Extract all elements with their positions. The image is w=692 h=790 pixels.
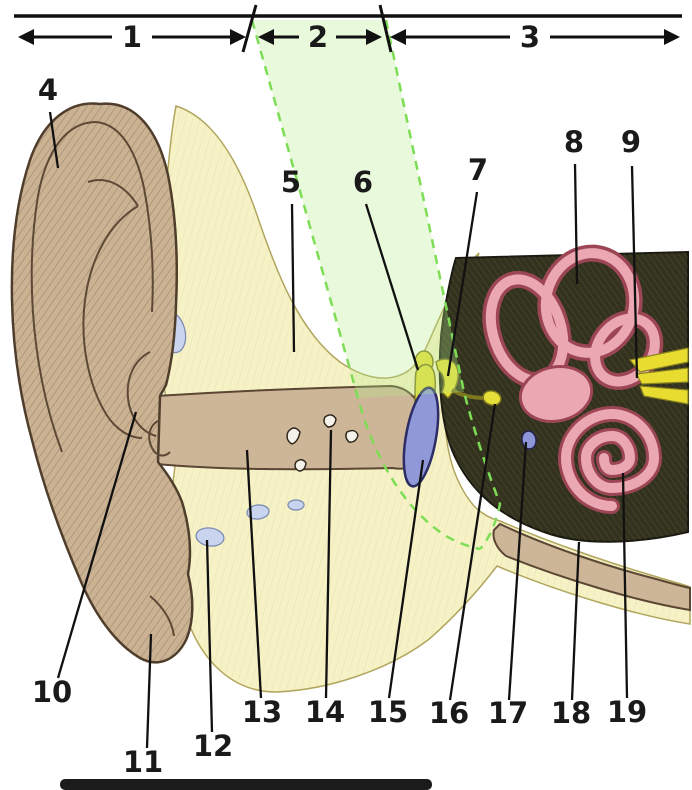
arrowhead-left-icon bbox=[258, 29, 274, 45]
part-label-19: 19 bbox=[607, 695, 647, 729]
part-label-6: 6 bbox=[353, 165, 373, 199]
tragus bbox=[148, 419, 171, 457]
leader-line-11 bbox=[145, 633, 153, 749]
debris bbox=[286, 427, 301, 445]
debris bbox=[294, 459, 307, 472]
pinna-texture bbox=[11, 103, 193, 663]
part-label-11: 11 bbox=[123, 745, 163, 779]
arrowhead-left-icon bbox=[18, 29, 34, 45]
leader-line-16 bbox=[448, 403, 497, 701]
part-label-10: 10 bbox=[32, 675, 72, 709]
part-label-12: 12 bbox=[193, 729, 233, 763]
part-label-5: 5 bbox=[281, 165, 301, 199]
leader-line-4 bbox=[48, 111, 60, 169]
cartilage-blob bbox=[287, 499, 305, 511]
debris bbox=[323, 414, 337, 428]
lobe-crease bbox=[149, 595, 175, 637]
arrowhead-left-icon bbox=[390, 29, 406, 45]
region-ruler bbox=[14, 4, 682, 53]
concha-fold bbox=[126, 351, 157, 437]
ruler-tick-2 bbox=[378, 4, 393, 53]
region-label-3: 3 bbox=[520, 20, 540, 54]
number-labels: 1 2 3 4 5 6 7 8 9 10 11 12 13 14 15 16 1… bbox=[32, 20, 647, 779]
posterior-canal bbox=[540, 248, 640, 358]
leader-line-10 bbox=[56, 411, 138, 679]
leader-line-12 bbox=[205, 539, 214, 733]
debris bbox=[345, 429, 359, 443]
region-label-2: 2 bbox=[308, 20, 328, 54]
part-label-9: 9 bbox=[621, 125, 641, 159]
leader-line-14 bbox=[324, 429, 333, 699]
leader-line-13 bbox=[245, 449, 263, 699]
vestibule bbox=[518, 365, 594, 423]
arrowhead-right-icon bbox=[366, 29, 382, 45]
region-arrow-1 bbox=[18, 29, 246, 45]
leader-line-7 bbox=[446, 191, 479, 377]
leader-line-5 bbox=[290, 203, 296, 353]
helix-inner-fold bbox=[30, 121, 97, 453]
region2-band-left-dash bbox=[250, 19, 481, 551]
leader-line-19 bbox=[621, 472, 629, 699]
leader-line-17 bbox=[507, 441, 528, 701]
part-label-13: 13 bbox=[242, 695, 282, 729]
leader-line-9 bbox=[630, 165, 639, 379]
canal-debris bbox=[286, 414, 359, 472]
region-label-1: 1 bbox=[122, 20, 142, 54]
region-arrow-2 bbox=[258, 29, 382, 45]
cartilage-blob bbox=[246, 504, 270, 520]
part-label-4: 4 bbox=[38, 73, 58, 107]
part-label-18: 18 bbox=[551, 696, 591, 730]
nerve-strand bbox=[639, 385, 689, 405]
arrowhead-right-icon bbox=[230, 29, 246, 45]
antihelix-crus bbox=[87, 179, 139, 207]
part-label-15: 15 bbox=[368, 695, 408, 729]
region2-band-fill bbox=[252, 20, 464, 398]
part-label-14: 14 bbox=[305, 695, 345, 729]
nerve-strand bbox=[635, 367, 689, 385]
ear-canal bbox=[155, 384, 426, 471]
eustachian-tube bbox=[492, 522, 691, 612]
antihelix-fold bbox=[82, 205, 143, 439]
cartilage-blob bbox=[195, 527, 225, 547]
part-label-7: 7 bbox=[468, 153, 488, 187]
pinna-folds bbox=[30, 121, 175, 637]
region2-band bbox=[250, 19, 502, 551]
pinna bbox=[10, 102, 194, 664]
region-arrow-3 bbox=[390, 29, 680, 45]
part-label-8: 8 bbox=[564, 125, 584, 159]
bottom-crop-bar bbox=[60, 779, 432, 790]
leader-lines bbox=[48, 111, 639, 749]
stapes bbox=[482, 390, 502, 406]
leader-line-15 bbox=[387, 459, 425, 699]
anatomy-art bbox=[10, 102, 691, 693]
ruler-tick-1 bbox=[241, 4, 258, 53]
region2-band-right-dash bbox=[384, 19, 502, 550]
part-label-16: 16 bbox=[429, 696, 469, 730]
eardrum bbox=[402, 386, 440, 488]
leader-line-8 bbox=[573, 163, 579, 285]
part-label-17: 17 bbox=[488, 696, 528, 730]
bony-labyrinth bbox=[482, 244, 664, 514]
leader-line-6 bbox=[364, 203, 420, 371]
leader-line-18 bbox=[570, 541, 581, 701]
cochlea bbox=[560, 408, 660, 511]
helix-fold bbox=[95, 121, 154, 313]
vestibulocochlear-nerve bbox=[628, 347, 689, 405]
arrowhead-right-icon bbox=[664, 29, 680, 45]
